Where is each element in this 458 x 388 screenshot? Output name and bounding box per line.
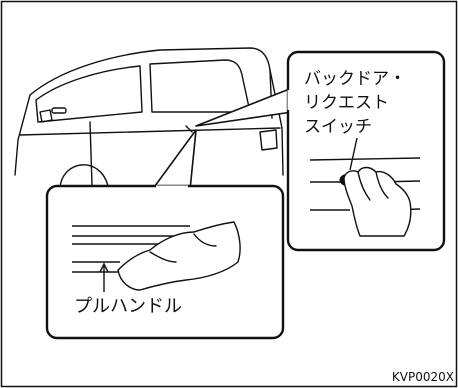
switch-callout-pointer	[195, 87, 293, 127]
handle-lines	[72, 225, 190, 273]
switch-label-line3: スイッチ	[304, 117, 372, 137]
van-wheel-arch	[59, 164, 109, 189]
hand-shape-lower	[117, 221, 241, 291]
pull-handle-arrowhead	[99, 262, 109, 273]
knuckle-crease-1	[149, 251, 177, 263]
knuckle-crease-2	[193, 233, 217, 247]
van-switch-mark	[185, 125, 193, 133]
van-roof	[29, 47, 273, 119]
van-tail-lamp	[259, 129, 278, 151]
finger-crease-2	[375, 171, 389, 199]
switch-label-line2: リクエスト	[304, 93, 389, 113]
van-front-window	[35, 65, 143, 123]
hand-pulling-handle	[117, 221, 241, 291]
switch-label-line1: バックドア・	[304, 69, 406, 89]
finger-crease-1	[357, 171, 371, 201]
van-front	[14, 94, 31, 176]
van-belt-line	[19, 127, 281, 136]
van-rear-window	[149, 59, 251, 113]
pull-handle-label: プルハンドル	[74, 296, 182, 317]
switch-callout: バックドア・ リクエスト スイッチ	[195, 50, 446, 252]
van-mirror	[39, 109, 53, 123]
van-door-seam	[89, 121, 93, 186]
van-rear	[269, 69, 284, 176]
van-illustration	[14, 47, 284, 189]
hand-shape	[343, 166, 412, 237]
hand-pressing-switch	[343, 166, 412, 237]
van-door-handle	[51, 107, 67, 114]
pull-handle-callout-pointer	[151, 129, 197, 191]
figure-code: KVP0020X	[392, 370, 454, 384]
pull-handle-callout: プルハンドル	[45, 129, 285, 340]
garnish-line-top	[309, 157, 421, 161]
switch-leader-line	[349, 137, 358, 171]
